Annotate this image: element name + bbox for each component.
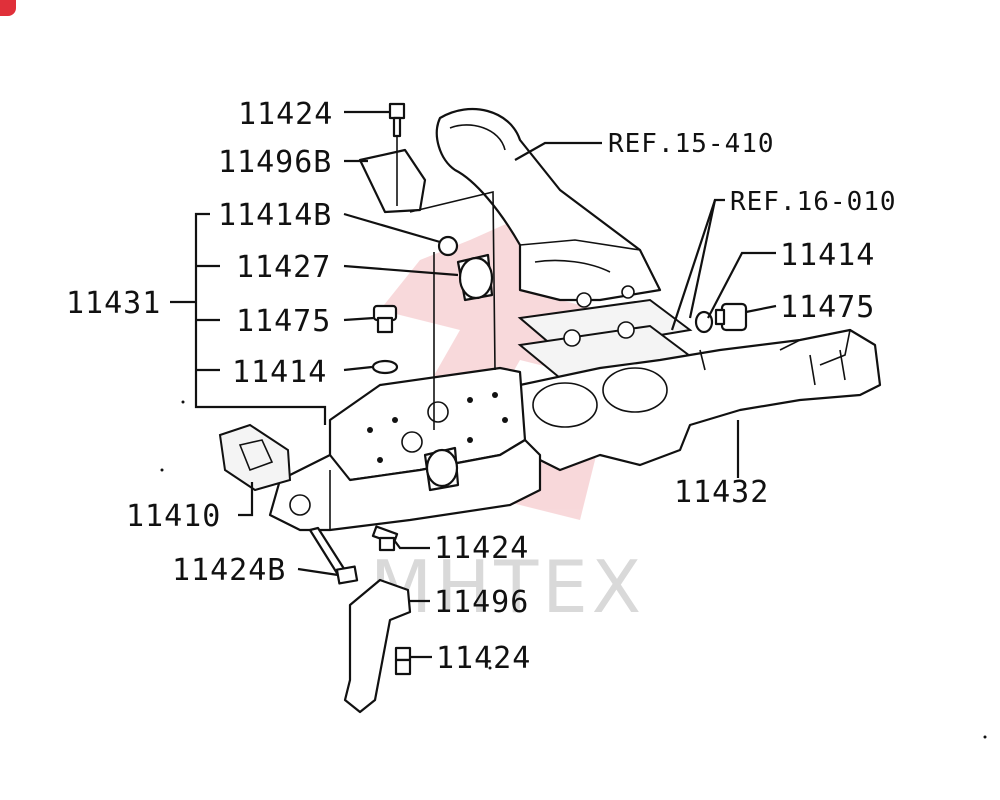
watermark-text: MHTEX xyxy=(370,545,645,629)
callout-11496: 11496 xyxy=(434,585,529,620)
callout-11475-left: 11475 xyxy=(236,304,331,339)
callout-11410: 11410 xyxy=(126,499,221,534)
egr-valve xyxy=(423,253,494,492)
exhaust-manifold xyxy=(518,328,882,472)
leader-lines xyxy=(170,110,777,659)
callout-11496b: 11496B xyxy=(218,145,332,180)
callout-ref-15-410: REF.15-410 xyxy=(608,129,775,159)
egr-assembly xyxy=(268,366,542,532)
bolt-11424-bottom xyxy=(394,646,412,676)
air-hose xyxy=(435,107,662,308)
callout-ref-16-010: REF.16-010 xyxy=(730,187,897,217)
bolt-11424b xyxy=(308,526,359,585)
bracket-11496b xyxy=(358,148,427,214)
o-ring-11414b xyxy=(437,235,459,257)
callout-11414-right: 11414 xyxy=(780,238,875,273)
callout-11424b: 11424B xyxy=(172,553,286,588)
plug-11475-right xyxy=(714,302,748,332)
callout-11424-bottom: 11424 xyxy=(436,641,531,676)
callout-11427: 11427 xyxy=(236,250,331,285)
callout-11431: 11431 xyxy=(66,286,161,321)
plug-11475-left xyxy=(372,304,398,334)
bolt-11424-top xyxy=(388,102,406,138)
bracket-11496 xyxy=(343,578,412,714)
gasket-11410 xyxy=(218,423,292,492)
callout-11432: 11432 xyxy=(674,475,769,510)
bolt-11424-mid xyxy=(371,525,399,552)
callout-11475-right: 11475 xyxy=(780,290,875,325)
corner-badge-icon xyxy=(0,0,16,16)
callout-11424-top: 11424 xyxy=(238,97,333,132)
callout-11414-left: 11414 xyxy=(232,355,327,390)
callout-11414b: 11414B xyxy=(218,198,332,233)
callout-11424-mid: 11424 xyxy=(434,531,529,566)
o-ring-11414-left xyxy=(371,359,399,375)
